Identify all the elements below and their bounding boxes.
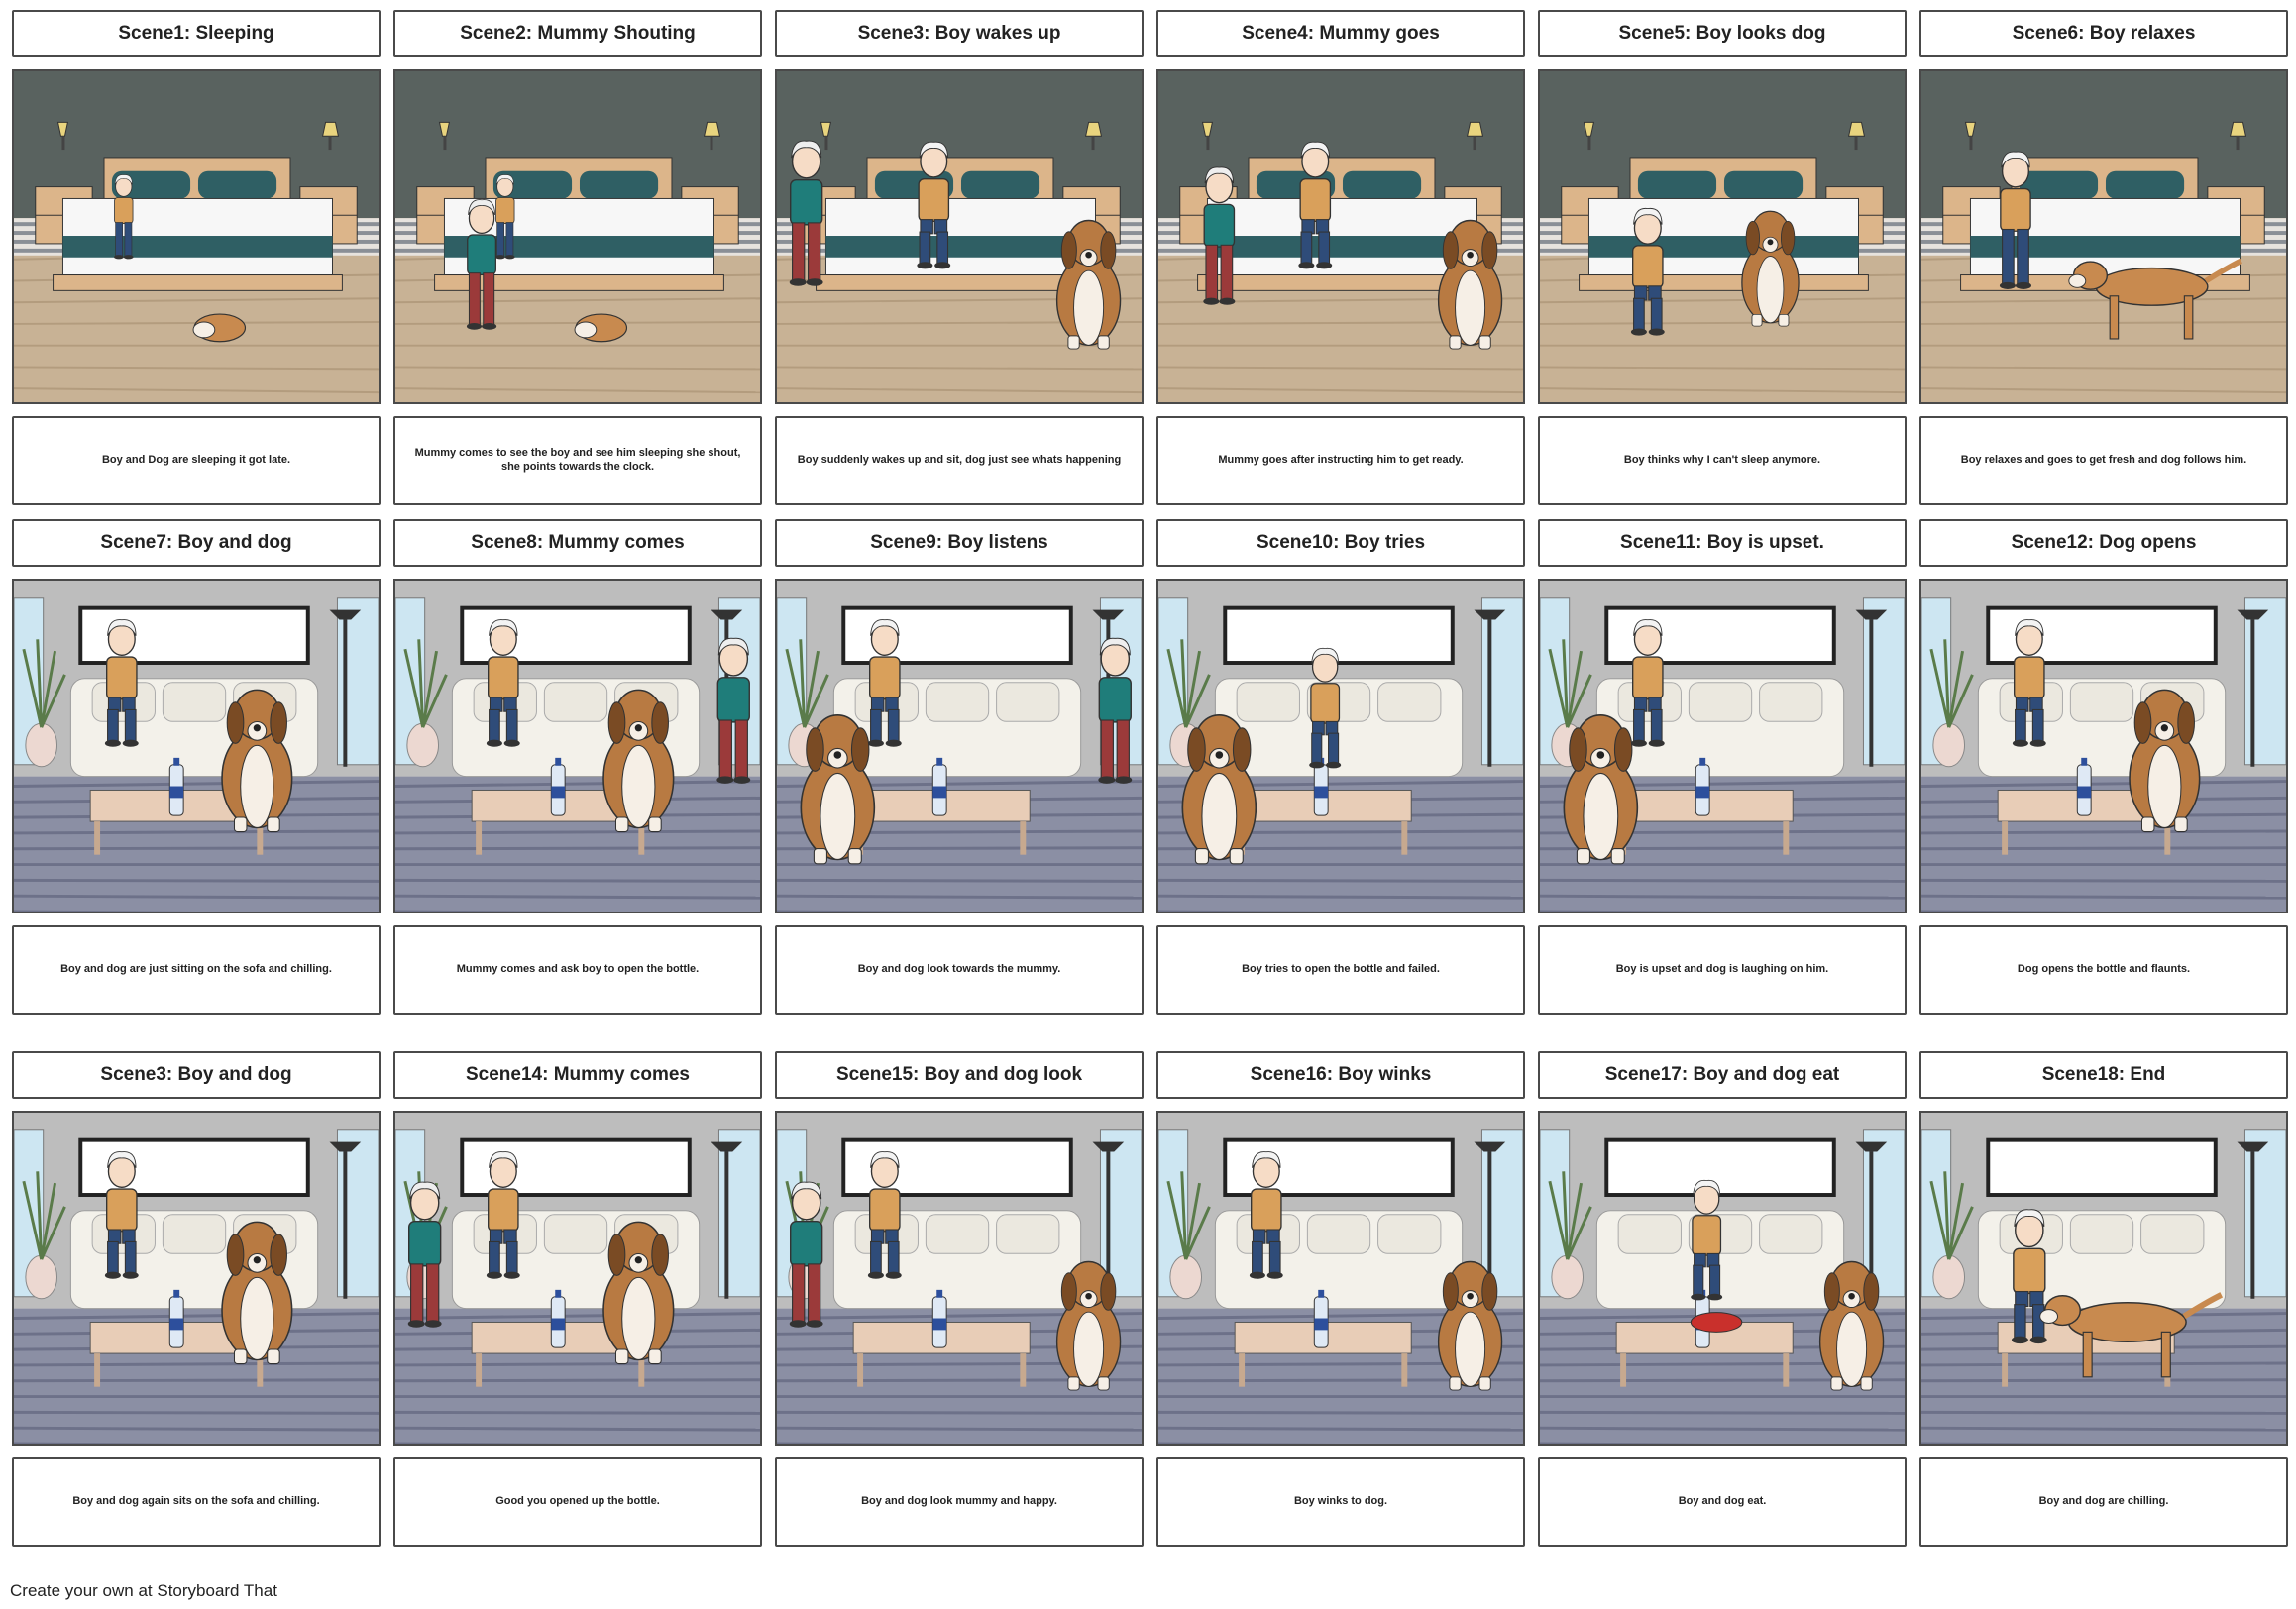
scene-title-16: Scene16: Boy winks bbox=[1156, 1051, 1525, 1099]
scene-illustration-16 bbox=[1156, 1111, 1525, 1446]
scene-caption-13: Boy and dog again sits on the sofa and c… bbox=[12, 1457, 381, 1547]
scene-title-2: Scene2: Mummy Shouting bbox=[393, 10, 762, 57]
scene-illustration-6 bbox=[1919, 69, 2288, 404]
scene-illustration-8 bbox=[393, 579, 762, 913]
scene-caption-15: Boy and dog look mummy and happy. bbox=[775, 1457, 1144, 1547]
scene-cell-16: Scene16: Boy winks Boy winks to dog. bbox=[1156, 1051, 1525, 1583]
scene-title-12: Scene12: Dog opens bbox=[1919, 519, 2288, 567]
scene-cell-12: Scene12: Dog opens Dog opens the bottle … bbox=[1919, 519, 2288, 1051]
scene-illustration-13 bbox=[12, 1111, 381, 1446]
scene-title-13: Scene3: Boy and dog bbox=[12, 1051, 381, 1099]
scene-cell-9: Scene9: Boy listens Boy and dog look tow… bbox=[775, 519, 1144, 1051]
scene-title-8: Scene8: Mummy comes bbox=[393, 519, 762, 567]
scene-title-1: Scene1: Sleeping bbox=[12, 10, 381, 57]
scene-cell-17: Scene17: Boy and dog eat Boy and dog eat… bbox=[1538, 1051, 1907, 1583]
scene-illustration-4 bbox=[1156, 69, 1525, 404]
storyboard-credit[interactable]: Create your own at Storyboard That bbox=[10, 1581, 277, 1600]
scene-illustration-10 bbox=[1156, 579, 1525, 913]
scene-illustration-9 bbox=[775, 579, 1144, 913]
scene-caption-9: Boy and dog look towards the mummy. bbox=[775, 925, 1144, 1015]
scene-caption-8: Mummy comes and ask boy to open the bott… bbox=[393, 925, 762, 1015]
scene-caption-1: Boy and Dog are sleeping it got late. bbox=[12, 416, 381, 505]
scene-illustration-5 bbox=[1538, 69, 1907, 404]
scene-cell-3: Scene3: Boy wakes up Boy suddenly wakes u… bbox=[775, 10, 1144, 519]
scene-caption-12: Dog opens the bottle and flaunts. bbox=[1919, 925, 2288, 1015]
scene-title-18: Scene18: End bbox=[1919, 1051, 2288, 1099]
scene-illustration-11 bbox=[1538, 579, 1907, 913]
scene-cell-10: Scene10: Boy tries Boy tries to open the… bbox=[1156, 519, 1525, 1051]
scene-illustration-1 bbox=[12, 69, 381, 404]
scene-illustration-2 bbox=[393, 69, 762, 404]
scene-caption-14: Good you opened up the bottle. bbox=[393, 1457, 762, 1547]
scene-title-15: Scene15: Boy and dog look bbox=[775, 1051, 1144, 1099]
scene-title-3: Scene3: Boy wakes up bbox=[775, 10, 1144, 57]
scene-illustration-14 bbox=[393, 1111, 762, 1446]
scene-caption-4: Mummy goes after instructing him to get … bbox=[1156, 416, 1525, 505]
scene-caption-2: Mummy comes to see the boy and see him s… bbox=[393, 416, 762, 505]
scene-caption-10: Boy tries to open the bottle and failed. bbox=[1156, 925, 1525, 1015]
scene-cell-7: Scene7: Boy and dog Boy and dog are just… bbox=[12, 519, 381, 1051]
scene-title-4: Scene4: Mummy goes bbox=[1156, 10, 1525, 57]
scene-cell-14: Scene14: Mummy comes Good you opened up … bbox=[393, 1051, 762, 1583]
scene-illustration-15 bbox=[775, 1111, 1144, 1446]
scene-caption-6: Boy relaxes and goes to get fresh and do… bbox=[1919, 416, 2288, 505]
scene-cell-13: Scene3: Boy and dog Boy and dog again si… bbox=[12, 1051, 381, 1583]
scene-title-5: Scene5: Boy looks dog bbox=[1538, 10, 1907, 57]
scene-caption-17: Boy and dog eat. bbox=[1538, 1457, 1907, 1547]
scene-title-17: Scene17: Boy and dog eat bbox=[1538, 1051, 1907, 1099]
scene-cell-8: Scene8: Mummy comes Mummy comes and ask … bbox=[393, 519, 762, 1051]
scene-cell-11: Scene11: Boy is upset. Boy is upset and … bbox=[1538, 519, 1907, 1051]
scene-cell-15: Scene15: Boy and dog look Boy and dog lo… bbox=[775, 1051, 1144, 1583]
scene-illustration-17 bbox=[1538, 1111, 1907, 1446]
scene-title-11: Scene11: Boy is upset. bbox=[1538, 519, 1907, 567]
scene-illustration-18 bbox=[1919, 1111, 2288, 1446]
scene-illustration-3 bbox=[775, 69, 1144, 404]
scene-illustration-12 bbox=[1919, 579, 2288, 913]
scene-title-7: Scene7: Boy and dog bbox=[12, 519, 381, 567]
scene-caption-7: Boy and dog are just sitting on the sofa… bbox=[12, 925, 381, 1015]
scene-title-14: Scene14: Mummy comes bbox=[393, 1051, 762, 1099]
scene-title-9: Scene9: Boy listens bbox=[775, 519, 1144, 567]
scene-caption-16: Boy winks to dog. bbox=[1156, 1457, 1525, 1547]
scene-caption-5: Boy thinks why I can't sleep anymore. bbox=[1538, 416, 1907, 505]
scene-caption-18: Boy and dog are chilling. bbox=[1919, 1457, 2288, 1547]
scene-caption-11: Boy is upset and dog is laughing on him. bbox=[1538, 925, 1907, 1015]
scene-title-10: Scene10: Boy tries bbox=[1156, 519, 1525, 567]
scene-caption-3: Boy suddenly wakes up and sit, dog just … bbox=[775, 416, 1144, 505]
scene-illustration-7 bbox=[12, 579, 381, 913]
scene-title-6: Scene6: Boy relaxes bbox=[1919, 10, 2288, 57]
